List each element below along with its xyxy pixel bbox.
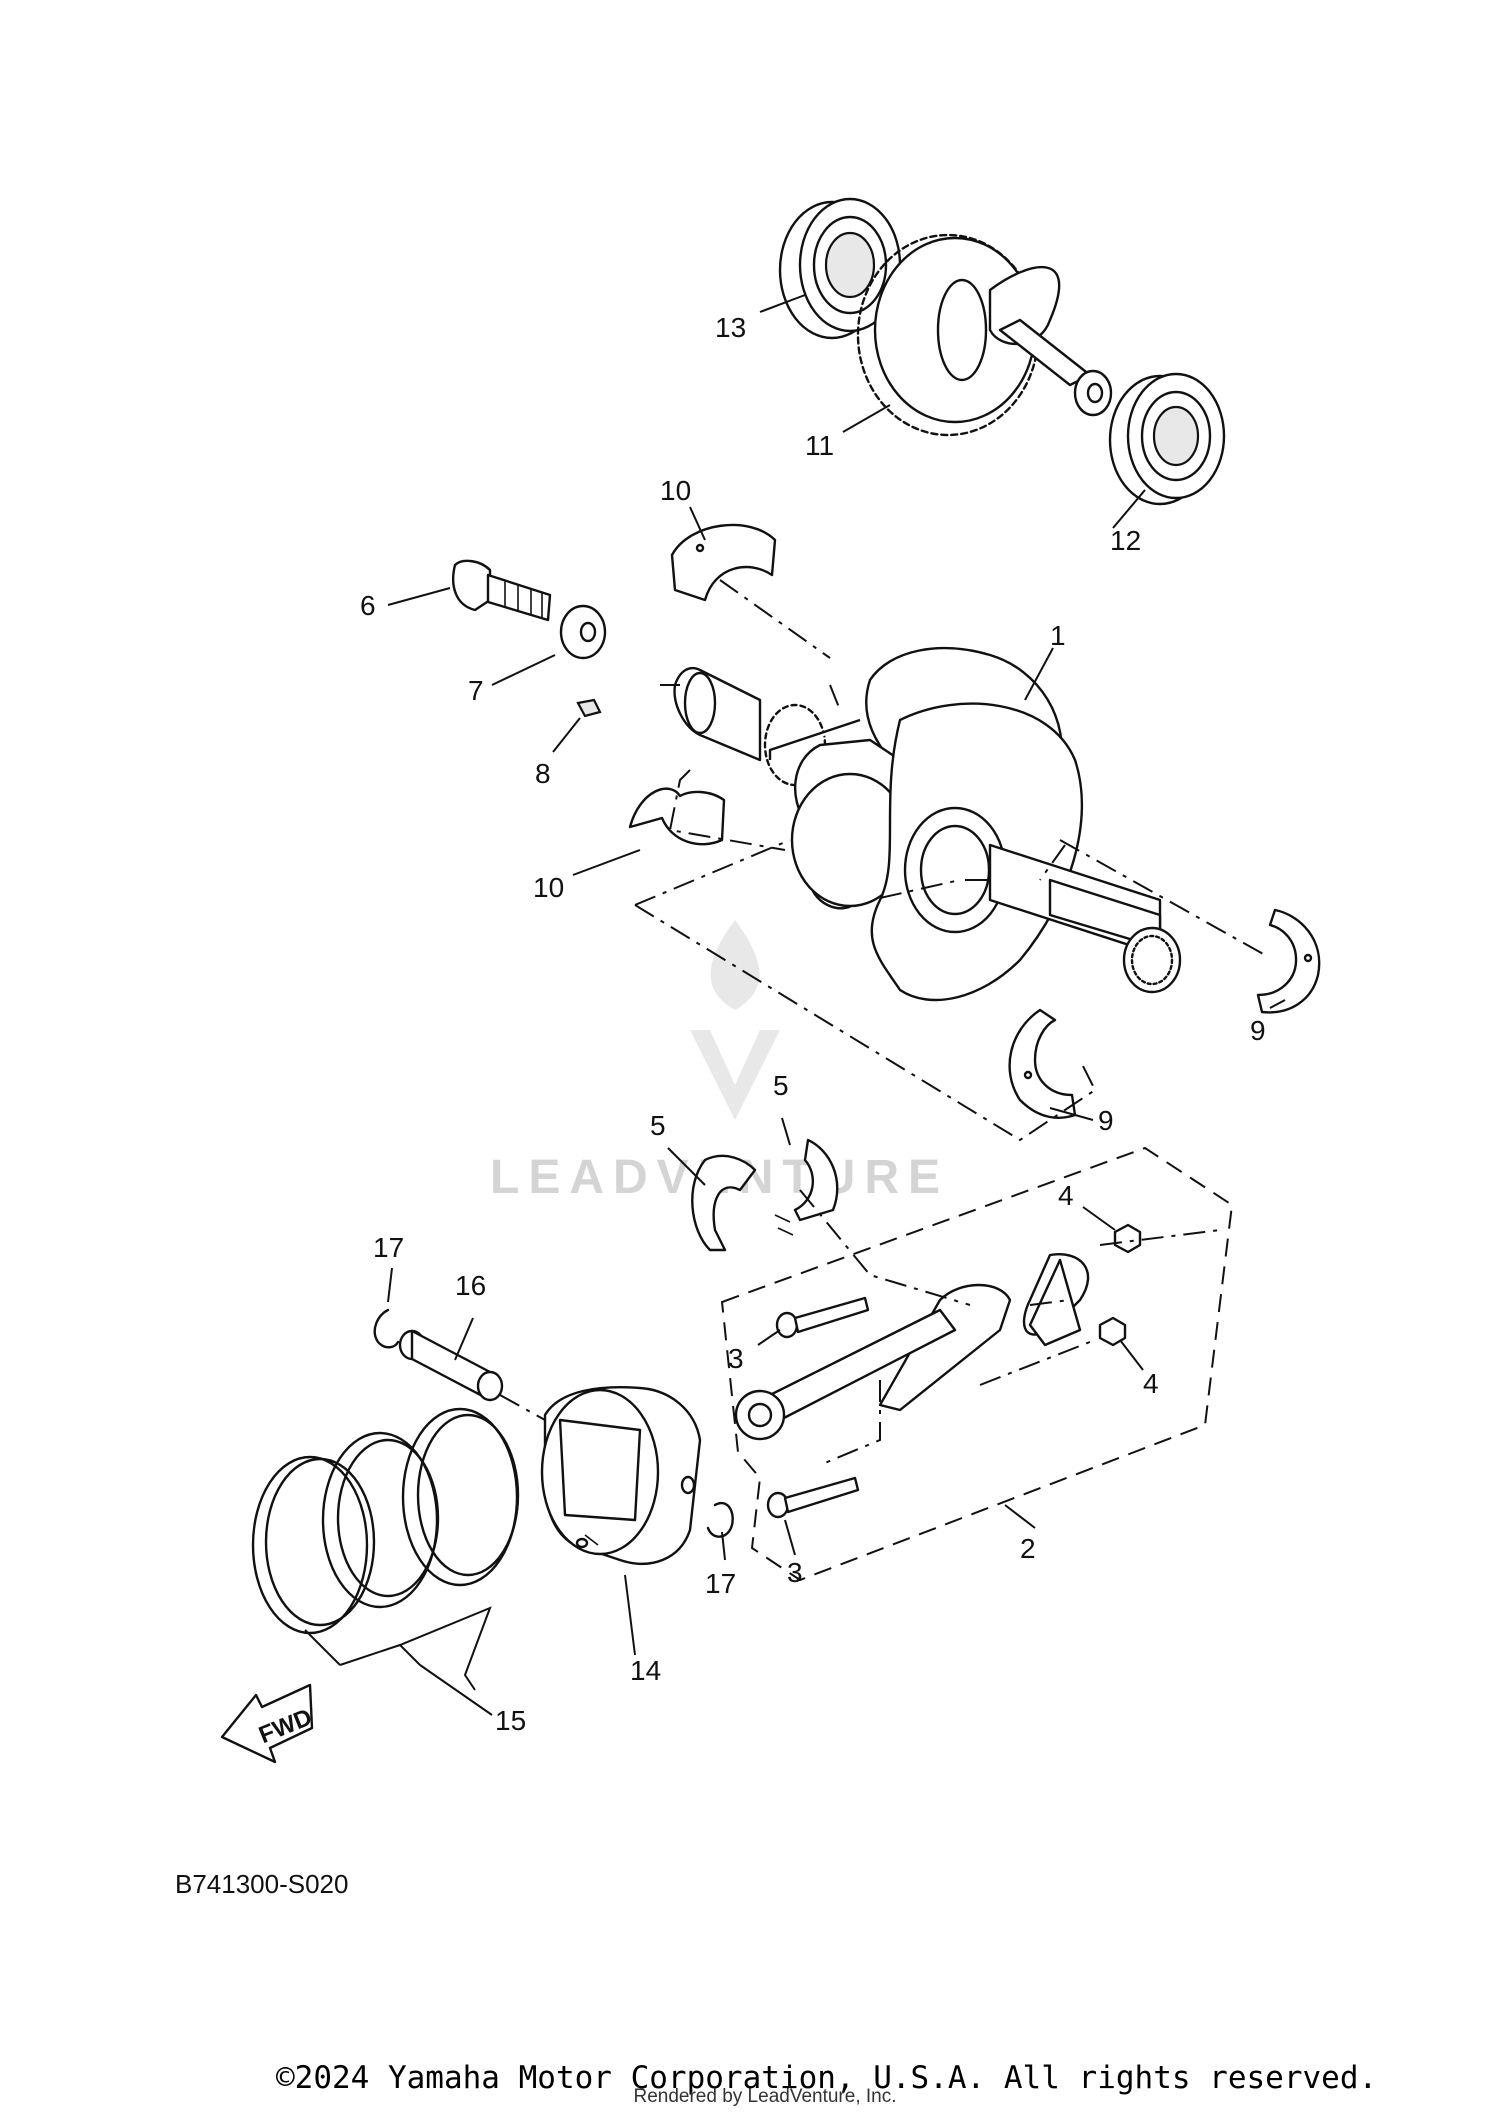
callout-3-upper: 3 [728, 1343, 744, 1374]
callout-15: 15 [495, 1705, 526, 1736]
conrod-assembly-box [720, 1146, 1234, 1582]
callout-2: 2 [1020, 1533, 1036, 1564]
callout-10-lower: 10 [533, 872, 564, 903]
leader-lines [304, 294, 1286, 1716]
callout-5-left: 5 [650, 1110, 666, 1141]
conrod-bolt-3-lower [766, 1476, 860, 1519]
callout-17-right: 17 [705, 1568, 736, 1599]
piston-rings-15 [251, 1407, 520, 1635]
callout-8: 8 [535, 758, 551, 789]
callout-16: 16 [455, 1270, 486, 1301]
callout-4-upper: 4 [1058, 1180, 1074, 1211]
rendered-by-notice: Rendered by LeadVenture, Inc. [633, 2086, 897, 2107]
conrod-bearing-5-left [691, 1154, 757, 1252]
circlip-17-right [706, 1502, 734, 1538]
callout-9-right: 9 [1250, 1015, 1266, 1046]
bearing-13 [778, 197, 902, 340]
reference-lines [499, 579, 1266, 1466]
fwd-arrow-icon: FWD [220, 1683, 316, 1764]
balancer-gear-11 [856, 233, 1113, 437]
callout-17-left: 17 [373, 1232, 404, 1263]
copyright-notice: ©2024 Yamaha Motor Corporation, U.S.A. A… [276, 2060, 1378, 2096]
key-8 [576, 698, 602, 718]
callout-13: 13 [715, 312, 746, 343]
callout-11: 11 [805, 430, 834, 461]
circlip-17-left [373, 1308, 400, 1349]
callout-12: 12 [1110, 525, 1141, 556]
washer-7 [559, 604, 607, 660]
main-bearing-shell-10-upper [670, 523, 777, 602]
conrod-bolt-3-upper [775, 1296, 870, 1339]
piston-pin-16 [398, 1329, 504, 1402]
callout-labels: 13 11 12 10 6 7 8 1 10 9 9 5 5 4 4 3 3 2… [360, 312, 1266, 1736]
drawing-code: B741300-S020 [175, 1869, 348, 1899]
callout-1: 1 [1050, 620, 1066, 651]
callout-5-right: 5 [773, 1070, 789, 1101]
connecting-rod-2 [734, 1253, 1090, 1441]
conrod-bearing-5-right [774, 1138, 839, 1236]
bearing-12 [1108, 372, 1226, 506]
conrod-nut-4-lower [1098, 1316, 1127, 1347]
piston-14 [540, 1386, 702, 1565]
callout-14: 14 [630, 1655, 661, 1686]
bolt-6 [452, 559, 552, 622]
main-bearing-shell-9-right [1256, 908, 1321, 1014]
main-bearing-shell-10-lower [628, 787, 726, 846]
callout-9-lower: 9 [1098, 1105, 1114, 1136]
crankshaft-1 [673, 646, 1182, 1002]
conrod-nut-4-upper [1113, 1223, 1142, 1254]
callout-4-lower: 4 [1143, 1368, 1159, 1399]
callout-6: 6 [360, 590, 376, 621]
main-bearing-shell-9-lower [1008, 1008, 1077, 1119]
callout-10-upper: 10 [660, 475, 691, 506]
callout-3-lower: 3 [787, 1557, 803, 1588]
callout-7: 7 [468, 675, 484, 706]
